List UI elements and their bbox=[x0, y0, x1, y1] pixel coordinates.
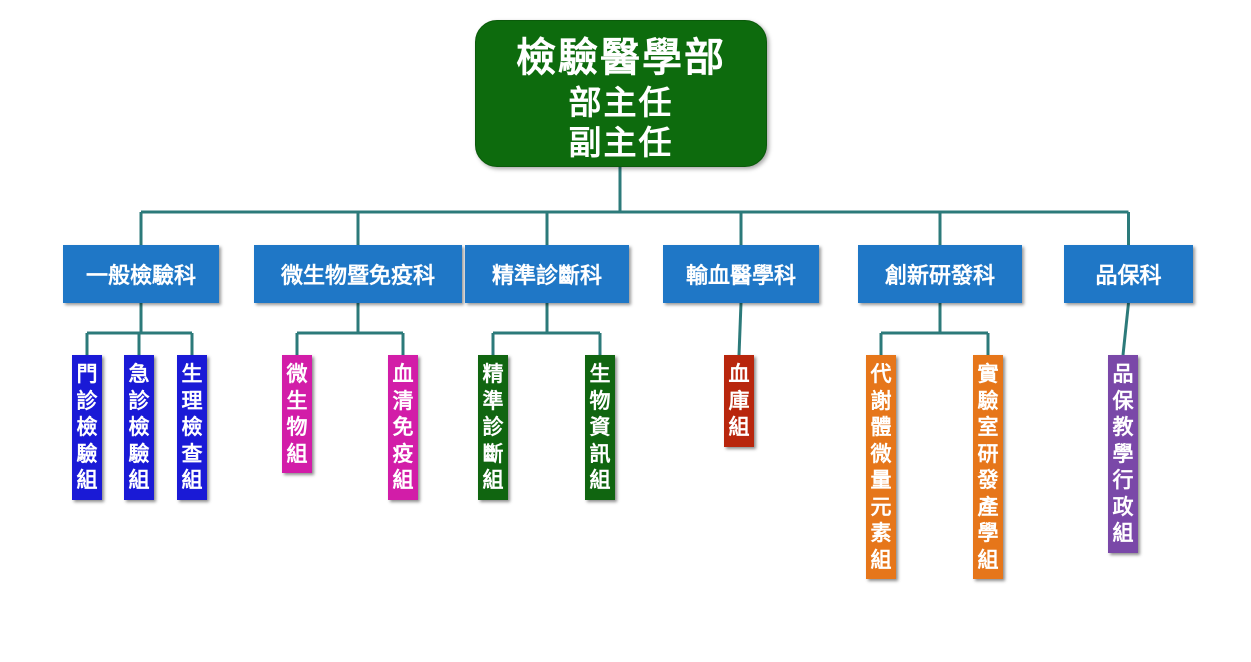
dept-box: 品保科 bbox=[1064, 245, 1193, 303]
unit-box: 生物資訊組 bbox=[585, 355, 615, 500]
root-node: 檢驗醫學部 部主任 副主任 bbox=[475, 20, 767, 167]
unit-char: 診 bbox=[76, 388, 98, 413]
unit-drop-line bbox=[1121, 302, 1130, 356]
unit-char: 查 bbox=[181, 441, 203, 466]
unit-char: 理 bbox=[181, 388, 203, 413]
unit-char: 診 bbox=[128, 388, 150, 413]
unit-char: 生 bbox=[181, 362, 203, 386]
unit-char: 學 bbox=[1112, 441, 1134, 466]
unit-char: 研 bbox=[977, 441, 999, 466]
dept-box: 一般檢驗科 bbox=[63, 245, 219, 303]
unit-box: 生理檢查組 bbox=[177, 355, 207, 500]
unit-char: 驗 bbox=[128, 441, 150, 466]
unit-char: 教 bbox=[1112, 415, 1134, 439]
unit-char: 元 bbox=[870, 494, 892, 519]
unit-char: 清 bbox=[392, 388, 414, 413]
unit-char: 斷 bbox=[482, 441, 504, 466]
unit-box: 門診檢驗組 bbox=[72, 355, 102, 500]
unit-char: 謝 bbox=[870, 388, 892, 413]
unit-char: 資 bbox=[589, 415, 611, 439]
unit-char: 檢 bbox=[76, 415, 98, 439]
root-title: 檢驗醫學部 bbox=[516, 35, 726, 81]
unit-char: 免 bbox=[392, 415, 414, 439]
unit-char: 急 bbox=[128, 362, 150, 386]
unit-char: 血 bbox=[392, 362, 414, 386]
unit-char: 門 bbox=[76, 362, 98, 386]
unit-char: 微 bbox=[870, 441, 892, 466]
unit-box: 實驗室研發產學組 bbox=[973, 355, 1003, 579]
unit-char: 組 bbox=[128, 468, 150, 492]
unit-char: 產 bbox=[977, 494, 999, 519]
unit-char: 學 bbox=[977, 521, 999, 545]
unit-char: 組 bbox=[870, 547, 892, 572]
unit-char: 量 bbox=[870, 468, 892, 492]
dept-box: 輸血醫學科 bbox=[663, 245, 819, 303]
unit-char: 政 bbox=[1112, 494, 1134, 519]
unit-char: 組 bbox=[1112, 521, 1134, 545]
unit-char: 驗 bbox=[76, 441, 98, 466]
unit-drop-line bbox=[737, 302, 743, 356]
dept-box: 微生物暨免疫科 bbox=[254, 245, 462, 303]
unit-box: 精準診斷組 bbox=[478, 355, 508, 500]
unit-char: 檢 bbox=[181, 415, 203, 439]
unit-char: 組 bbox=[482, 468, 504, 492]
unit-char: 物 bbox=[589, 388, 611, 413]
unit-char: 組 bbox=[977, 547, 999, 572]
unit-char: 訊 bbox=[589, 441, 611, 466]
unit-box: 急診檢驗組 bbox=[124, 355, 154, 500]
unit-char: 疫 bbox=[392, 441, 414, 466]
unit-box: 血庫組 bbox=[724, 355, 754, 447]
unit-char: 生 bbox=[286, 388, 308, 413]
unit-char: 代 bbox=[870, 362, 892, 386]
unit-char: 體 bbox=[870, 415, 892, 439]
unit-char: 物 bbox=[286, 415, 308, 439]
unit-char: 組 bbox=[589, 468, 611, 492]
unit-box: 血清免疫組 bbox=[388, 355, 418, 500]
root-line-deputy: 副主任 bbox=[568, 123, 674, 162]
unit-char: 庫 bbox=[728, 388, 750, 413]
unit-char: 診 bbox=[482, 415, 504, 439]
unit-char: 血 bbox=[728, 362, 750, 386]
unit-char: 準 bbox=[482, 388, 504, 413]
unit-char: 驗 bbox=[977, 388, 999, 413]
dept-box: 創新研發科 bbox=[858, 245, 1022, 303]
unit-char: 保 bbox=[1112, 388, 1134, 413]
unit-box: 微生物組 bbox=[282, 355, 312, 473]
dept-box: 精準診斷科 bbox=[465, 245, 629, 303]
unit-char: 實 bbox=[977, 362, 999, 386]
unit-char: 組 bbox=[728, 415, 750, 439]
unit-char: 檢 bbox=[128, 415, 150, 439]
unit-char: 行 bbox=[1112, 468, 1134, 492]
unit-char: 組 bbox=[181, 468, 203, 492]
unit-char: 精 bbox=[482, 362, 504, 386]
unit-char: 素 bbox=[870, 521, 892, 545]
unit-box: 代謝體微量元素組 bbox=[866, 355, 896, 579]
unit-char: 生 bbox=[589, 362, 611, 386]
root-line-director: 部主任 bbox=[568, 83, 674, 122]
unit-char: 組 bbox=[286, 441, 308, 466]
unit-box: 品保教學行政組 bbox=[1108, 355, 1138, 553]
unit-char: 微 bbox=[286, 362, 308, 386]
unit-char: 發 bbox=[977, 468, 999, 492]
unit-char: 室 bbox=[977, 415, 999, 439]
unit-char: 組 bbox=[76, 468, 98, 492]
unit-char: 品 bbox=[1112, 362, 1134, 386]
unit-char: 組 bbox=[392, 468, 414, 492]
